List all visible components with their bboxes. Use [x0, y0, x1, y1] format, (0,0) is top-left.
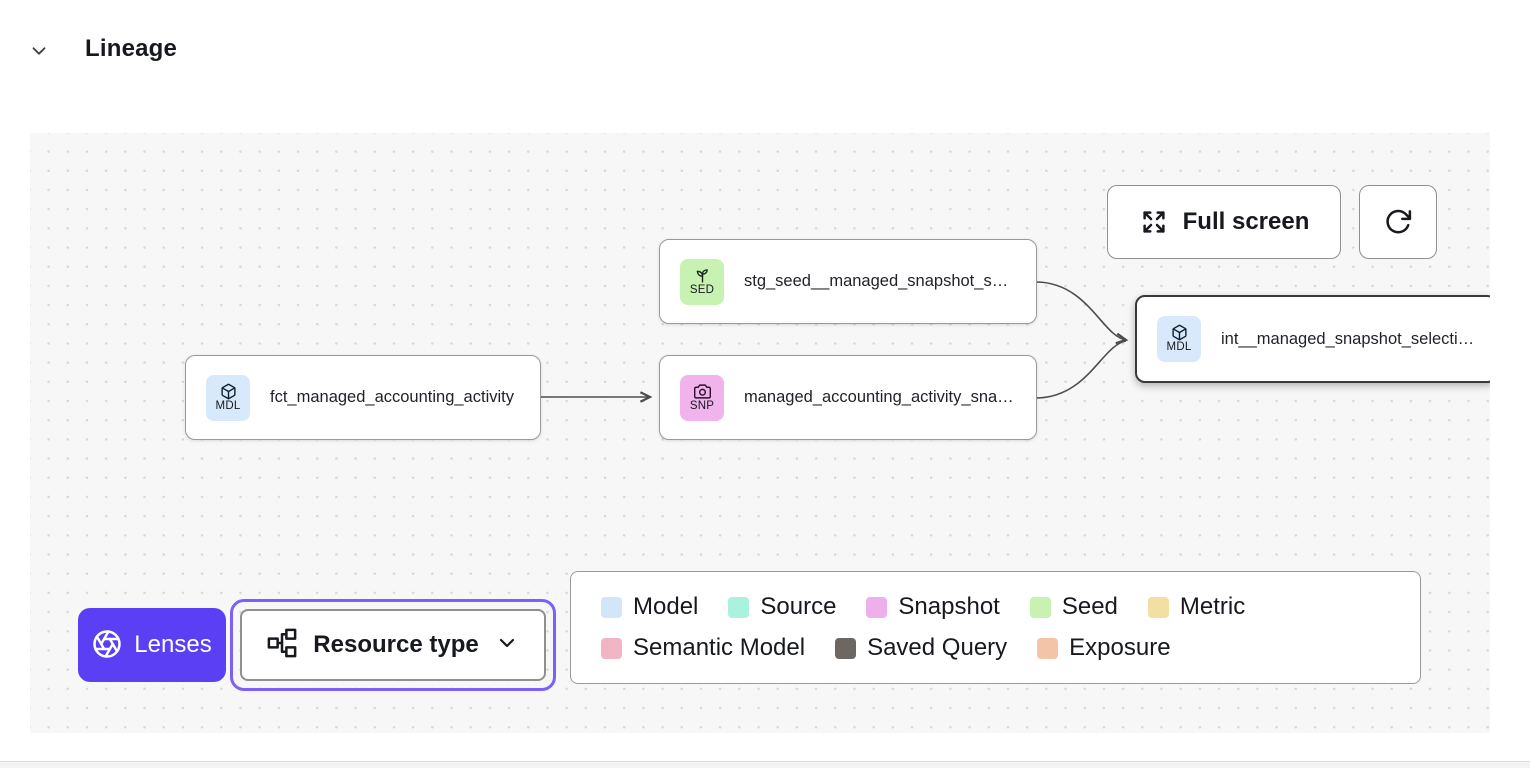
cube-icon [220, 383, 237, 400]
node-label: fct_managed_accounting_activity [270, 388, 514, 406]
semantic-model-swatch [601, 637, 622, 659]
expand-icon [1139, 207, 1169, 237]
node-label: managed_accounting_activity_snapshot [744, 388, 1016, 406]
legend-item-saved-query: Saved Query [835, 634, 1007, 662]
resource-type-focus-ring: Resource type [230, 599, 556, 691]
cube-icon [1171, 324, 1188, 341]
chevron-down-icon[interactable] [28, 40, 50, 62]
chevron-down-icon [495, 631, 519, 660]
sprout-icon [694, 267, 711, 284]
legend-label: Semantic Model [633, 634, 806, 661]
exposure-swatch [1037, 637, 1059, 659]
legend-label: Saved Query [867, 634, 1008, 661]
seed-badge: SED [680, 258, 724, 305]
refresh-icon [1383, 207, 1413, 237]
badge-label: MDL [215, 399, 241, 412]
section-divider [0, 761, 1530, 768]
lenses-button[interactable]: Lenses [78, 608, 226, 682]
model-badge: MDL [1157, 316, 1201, 362]
saved-query-swatch [835, 637, 857, 659]
legend-label: Metric [1179, 593, 1246, 620]
snapshot-badge: SNP [680, 374, 724, 421]
legend-panel: Model Source Snapshot Seed Metric Semant… [570, 571, 1421, 684]
graph-nodes-icon [267, 628, 297, 663]
camera-icon [693, 383, 711, 400]
legend-row-2: Semantic Model Saved Query Exposure [601, 634, 1390, 662]
legend-item-snapshot: Snapshot [866, 593, 1000, 621]
aperture-icon [92, 629, 122, 662]
legend-row-1: Model Source Snapshot Seed Metric [601, 593, 1390, 621]
seed-swatch [1029, 596, 1051, 618]
legend-item-model: Model [601, 593, 698, 621]
badge-label: SNP [689, 399, 715, 412]
legend-item-metric: Metric [1147, 593, 1246, 621]
model-badge: MDL [206, 374, 250, 421]
page-title: Lineage [85, 35, 178, 62]
lineage-node-stg-seed[interactable]: SED stg_seed__managed_snapshot_selecti..… [659, 239, 1037, 324]
legend-label: Source [760, 593, 837, 620]
lineage-node-managed-accounting-activity-snapshot[interactable]: SNP managed_accounting_activity_snapshot [659, 355, 1037, 440]
model-swatch [601, 596, 622, 618]
legend-item-semantic-model: Semantic Model [601, 634, 805, 662]
full-screen-label: Full screen [1182, 208, 1310, 235]
legend-label: Exposure [1069, 634, 1171, 661]
badge-label: SED [689, 283, 715, 296]
legend-item-exposure: Exposure [1037, 634, 1171, 662]
legend-label: Model [633, 593, 699, 620]
resource-type-label: Resource type [313, 631, 479, 658]
legend-label: Snapshot [898, 593, 1000, 620]
legend-item-source: Source [728, 593, 836, 621]
lineage-node-fct-managed-accounting-activity[interactable]: MDL fct_managed_accounting_activity [185, 355, 541, 440]
badge-label: MDL [1166, 341, 1192, 354]
snapshot-swatch [866, 596, 888, 618]
node-label: int__managed_snapshot_selection [1221, 329, 1475, 348]
refresh-button[interactable] [1359, 185, 1437, 259]
resource-type-dropdown[interactable]: Resource type [240, 609, 546, 681]
source-swatch [728, 596, 750, 618]
full-screen-button[interactable]: Full screen [1107, 185, 1341, 259]
lineage-node-int-managed-snapshot-selection[interactable]: MDL int__managed_snapshot_selection [1135, 295, 1490, 383]
lineage-canvas[interactable]: Full screen SED [30, 133, 1490, 733]
legend-label: Seed [1061, 593, 1118, 620]
node-label: stg_seed__managed_snapshot_selecti... [744, 272, 1016, 290]
lenses-label: Lenses [134, 631, 212, 658]
lineage-header: Lineage [0, 0, 1530, 100]
legend-item-seed: Seed [1029, 593, 1118, 621]
metric-swatch [1147, 596, 1169, 618]
